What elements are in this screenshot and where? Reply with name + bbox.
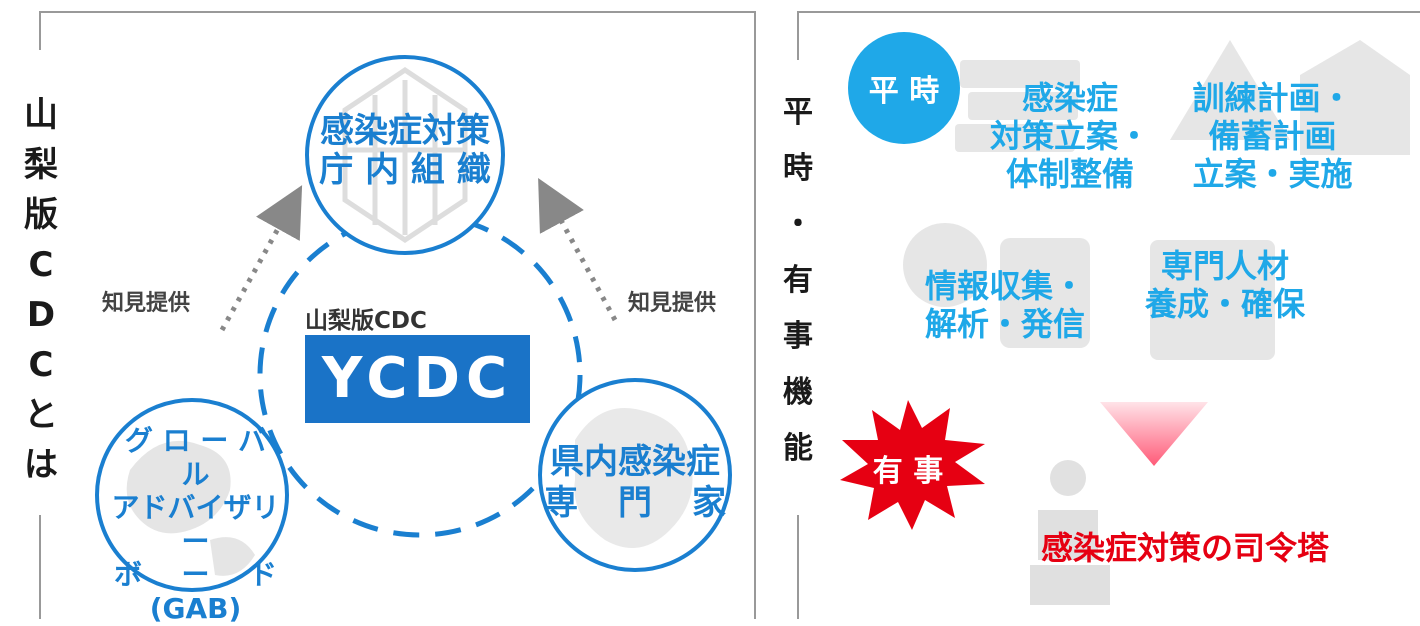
item-line: 体制整備 — [1005, 154, 1134, 193]
item-line: 情報収集・ — [924, 267, 1085, 305]
item-line: 感染症 — [1021, 79, 1118, 117]
left-circle-char: ー — [181, 558, 210, 592]
title-char: C — [28, 245, 54, 285]
right-circle-char: 専 — [544, 483, 578, 524]
ycdc-badge-bg — [305, 335, 530, 423]
title-char: D — [26, 295, 56, 335]
ycdc-badge: YCDC — [321, 346, 514, 411]
warning-icon — [1170, 40, 1290, 140]
title-char: は — [24, 445, 58, 485]
title-char: 有 — [783, 263, 813, 298]
item-line: 対策立案・ — [989, 116, 1150, 155]
title-char: 山 — [24, 95, 58, 135]
title-char: と — [24, 395, 58, 435]
left-circle-char: ボ — [114, 558, 143, 592]
right-circle-label: 県内感染症 専 門 家 — [540, 442, 730, 525]
right-panel-frame — [797, 11, 1420, 619]
title-char: 時 — [783, 151, 813, 186]
right-circle-char: 門 — [618, 483, 652, 524]
peacetime-badge: 平 時 — [868, 74, 940, 109]
item-human-resources: 専門人材 養成・確保 — [1125, 247, 1325, 324]
item-line: 養成・確保 — [1144, 284, 1305, 323]
top-circle-line: 感染症対策 — [320, 111, 490, 151]
title-char: ・ — [783, 207, 813, 242]
down-triangle-icon — [1100, 402, 1208, 466]
center-small-label: 山梨版CDC — [305, 308, 427, 334]
title-char: 平 — [783, 95, 813, 130]
top-circle-line: 庁 内 組 織 — [319, 150, 491, 191]
document-icon — [1000, 238, 1090, 348]
knowledge-arrow-left — [219, 185, 303, 332]
left-circle-label: グ ロ ー バ ル アドバイザリー ボ ー ド (GAB) — [108, 424, 283, 626]
left-circle-char: ド — [248, 558, 277, 592]
item-information: 情報収集・ 解析・発信 — [910, 267, 1100, 344]
title-char: 機 — [783, 375, 813, 410]
item-training: 訓練計画・ 備蓄計画 立案・実施 — [1180, 79, 1365, 193]
title-char: C — [28, 345, 54, 385]
right-circle-line-spread: 専 門 家 — [540, 483, 730, 524]
prefecture-map-icon — [574, 408, 693, 548]
emergency-burst-icon — [840, 400, 985, 530]
arrow-right-label: 知見提供 — [628, 291, 717, 316]
globe-icon — [126, 440, 255, 576]
right-vertical-title: 平 時 ・ 有 事 機 能 — [780, 85, 816, 477]
item-line: 備蓄計画 — [1208, 116, 1337, 155]
left-diagram-graphics — [95, 55, 732, 592]
title-char: 能 — [783, 431, 813, 466]
dashed-ring — [257, 212, 583, 538]
item-line: 立案・実施 — [1192, 154, 1353, 193]
top-circle-label: 感染症対策 庁 内 組 織 — [310, 111, 500, 191]
right-circle-char: 家 — [692, 483, 726, 524]
prefecture-emblem-icon — [342, 66, 468, 244]
left-circle — [95, 398, 289, 592]
people-icon — [1150, 240, 1275, 360]
warehouse-icon — [1300, 40, 1410, 155]
item-line: 専門人材 — [1160, 247, 1289, 285]
knowledge-arrow-right — [538, 178, 618, 322]
commander-icon — [1030, 460, 1110, 605]
left-circle-line: アドバイザリー — [111, 491, 280, 558]
top-circle — [305, 55, 505, 255]
title-char: 梨 — [24, 145, 58, 185]
title-char: 事 — [783, 319, 813, 354]
arrow-left-label: 知見提供 — [102, 291, 191, 316]
right-circle — [538, 378, 732, 572]
title-char: 版 — [24, 195, 58, 235]
item-planning: 感染症 対策立案・ 体制整備 — [975, 79, 1165, 193]
emergency-badge: 有 事 — [872, 454, 944, 489]
left-vertical-title: 山 梨 版 C D C と は — [16, 90, 66, 490]
peacetime-badge-bg — [848, 32, 960, 144]
item-line: 訓練計画・ — [1192, 79, 1353, 117]
right-circle-line: 県内感染症 — [550, 442, 720, 482]
left-circle-line-spread: ボ ー ド — [108, 558, 283, 592]
left-panel-frame — [39, 11, 756, 619]
books-icon — [955, 60, 1080, 152]
left-circle-line: グ ロ ー バ ル — [124, 424, 267, 491]
globe-small-icon — [903, 223, 987, 307]
command-label: 感染症対策の司令塔 — [1040, 529, 1329, 567]
item-line: 解析・発信 — [924, 304, 1085, 343]
